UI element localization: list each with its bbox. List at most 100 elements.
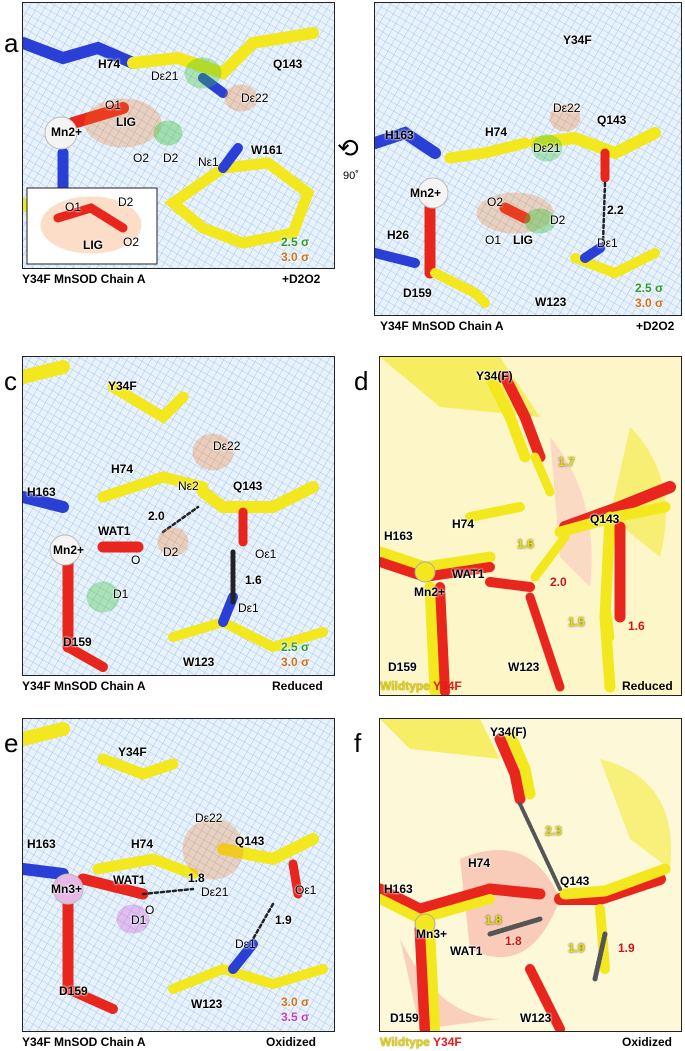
label-y34f: Y34F [118,745,147,759]
label-wat1: WAT1 [452,567,485,581]
caption-b-left: Y34F MnSOD Chain A [380,319,504,333]
label-wat1: WAT1 [98,524,131,538]
label-de21: Dε21 [533,141,561,155]
dist-y34f-mid: 1.8 [505,934,522,948]
label-q143: Q143 [233,479,263,493]
label-lig: LIG [513,233,533,247]
label-h163: H163 [384,882,413,896]
label-de1: Dε1 [235,937,256,951]
legend-wildtype: Wildtype [380,679,430,693]
sigma-green: 2.5 σ [635,281,664,295]
panel-c-structure [23,357,334,675]
label-d1: D1 [113,587,129,601]
caption-b-right: +D2O2 [636,319,675,333]
panel-a-image: H74 Q143 Dε21 Dε22 O1 Mn2+ LIG O2 D2 Nε1… [22,2,335,269]
caption-a-left: Y34F MnSOD Chain A [22,272,146,286]
label-y34: Y34(F) [476,369,513,383]
label-o2: O2 [133,151,150,165]
panel-a-inset-box [26,187,158,265]
caption-c-right: Reduced [272,679,323,693]
panel-letter-a: a [4,28,19,58]
label-d159: D159 [63,635,92,649]
sigma-green: 2.5 σ [281,235,310,249]
label-q143: Q143 [273,57,303,71]
panel-d-image: Y34(F) 1.7 Q143 H74 H163 1.6 WAT1 2.0 Mn… [379,356,682,696]
label-d1: D1 [131,913,147,927]
caption-e-left: Y34F MnSOD Chain A [22,1035,146,1049]
sigma-magenta: 3.5 σ [281,1010,310,1024]
label-ne2: Nε2 [178,479,199,493]
panel-e-structure [23,719,334,1031]
panel-e-image: Y34F Dε22 H163 H74 Q143 WAT1 1.8 Mn3+ O … [22,718,335,1032]
dist-wt-mid: 1.8 [485,913,502,927]
label-de21: Dε21 [151,69,179,83]
dist-wt-bot: 1.9 [568,941,585,955]
label-d159: D159 [390,1011,419,1025]
caption-e-right: Oxidized [266,1035,317,1049]
sigma-orange: 3.0 σ [635,296,664,310]
dist-y34f-bot: 1.6 [628,619,645,633]
label-o: O [145,903,155,917]
label-h163: H163 [384,529,413,543]
label-w123: W123 [535,295,567,309]
label-o1: O1 [105,98,122,112]
caption-a-right: +D2O2 [282,272,321,286]
label-q143: Q143 [560,874,590,888]
label-h74: H74 [111,462,134,476]
label-y34f: Y34F [108,379,137,393]
label-w161: W161 [251,143,283,157]
label-oe1: Oε1 [255,547,277,561]
label-mn: Mn2+ [53,543,85,557]
label-h74: H74 [468,856,491,870]
label-d159: D159 [403,286,432,300]
label-w123: W123 [183,655,215,669]
dist-y34f-bot: 1.9 [618,941,635,955]
inset-label-o1: O1 [65,200,82,214]
rotation-label: 90˚ [343,170,359,182]
label-o: O [131,553,141,567]
label-q143: Q143 [597,113,627,127]
panel-letter-d: d [354,366,369,396]
label-de22: Dε22 [241,91,269,105]
legend-y34f: Y34F [433,679,462,693]
label-q143: Q143 [590,512,620,526]
label-de22: Dε22 [553,101,581,115]
label-h74: H74 [131,837,154,851]
caption-d-right: Reduced [622,679,673,693]
inset-label-lig: LIG [83,238,103,252]
label-mn: Mn2+ [51,125,83,139]
label-de21: Dε21 [201,885,229,899]
sigma-orange: 3.0 σ [281,250,310,264]
label-h74: H74 [485,125,508,139]
legend-y34f: Y34F [433,1035,462,1049]
dist-y34f-mid: 2.0 [550,575,567,589]
label-w123: W123 [520,1011,552,1025]
label-oe1: Oε1 [295,883,317,897]
label-de22: Dε22 [195,811,223,825]
panel-d-structure [380,357,681,695]
sigma-green: 2.5 σ [281,640,310,654]
dist-wt-bot: 1.5 [568,615,585,629]
caption-f-right: Oxidized [622,1035,673,1049]
label-ne1: Nε1 [198,155,219,169]
panel-b-structure [375,3,681,315]
dist-wt-top: 2.3 [545,824,562,838]
label-dist-18: 1.8 [188,871,205,885]
label-h26: H26 [387,228,410,242]
panel-f-image: Y34(F) 2.3 H74 Q143 H163 1.8 1.8 1.9 1.9… [379,718,682,1032]
label-mn: Mn3+ [51,882,83,896]
label-dist-19: 1.9 [275,913,292,927]
label-d159: D159 [59,984,88,998]
sigma-orange: 3.0 σ [281,995,310,1009]
label-o1: O1 [485,233,502,247]
label-lig: LIG [116,115,136,129]
inset-label-d2: D2 [118,195,134,209]
label-dist-20: 2.0 [148,509,165,523]
label-de1: Dε1 [238,601,259,615]
rotation-arrow-icon: ⟲ [337,133,359,163]
label-w123: W123 [191,997,223,1011]
panel-letter-e: e [4,728,19,758]
label-d159: D159 [388,660,417,674]
label-d2: D2 [550,213,566,227]
label-mn: Mn3+ [416,927,448,941]
